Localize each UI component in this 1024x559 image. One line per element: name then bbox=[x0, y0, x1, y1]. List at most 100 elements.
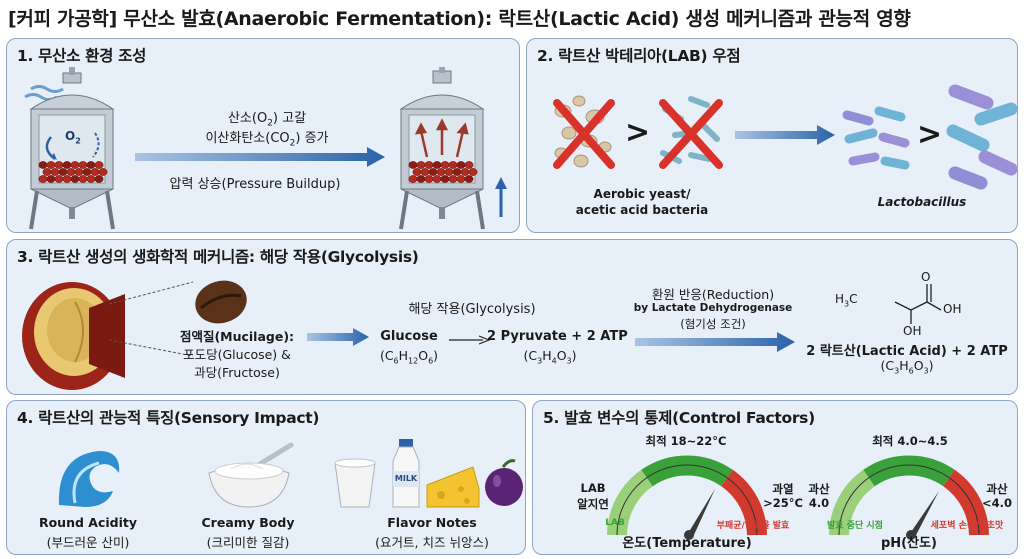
panel-1-title: 1. 무산소 환경 조성 bbox=[17, 47, 147, 65]
greater-than-symbol-1: > bbox=[625, 115, 651, 150]
flavor-notes-label: Flavor Notes bbox=[387, 515, 477, 530]
panel-anaerobic-environment: 1. 무산소 환경 조성 O2 산소(O2) 고갈 이산화탄소(CO2) 증가 … bbox=[6, 38, 520, 233]
page-title: [커피 가공학] 무산소 발효(Anaerobic Fermentation):… bbox=[8, 8, 911, 30]
coffee-cherry-bean bbox=[456, 161, 466, 169]
coffee-cherry-bean bbox=[46, 175, 56, 183]
coffee-cherry-bean bbox=[448, 161, 458, 169]
temperature-label: 온도(Temperature) bbox=[622, 536, 752, 551]
coffee-cherry-bean bbox=[62, 175, 72, 183]
round-acidity-sub: (부드러운 산미) bbox=[46, 535, 130, 550]
ph-high-label-1: 과산 bbox=[986, 482, 1008, 496]
panel-lab-dominance: 2. 락트산 박테리아(LAB) 우점 > bbox=[526, 38, 1018, 233]
lactobacillus-label: Lactobacillus bbox=[877, 195, 967, 209]
coffee-cherry-bean bbox=[86, 175, 96, 183]
cheese-icon bbox=[426, 466, 480, 508]
coffee-cherry-bean bbox=[38, 175, 48, 183]
greater-than-symbol-2: > bbox=[917, 117, 943, 152]
panel-4-title: 4. 락트산의 관능적 특징(Sensory Impact) bbox=[17, 409, 320, 427]
coffee-cherry-bean bbox=[416, 161, 426, 169]
lactic-acid-product-label: 2 락트산(Lactic Acid) + 2 ATP bbox=[806, 344, 1008, 359]
co2-increase-label: 이산화탄소(CO2) 증가 bbox=[205, 131, 329, 149]
pointer-lines bbox=[108, 281, 194, 357]
coffee-cherry-bean bbox=[432, 161, 442, 169]
panel-glycolysis-mechanism: 3. 락트산 생성의 생화학적 메커니즘: 해당 작용(Glycolysis) … bbox=[6, 239, 1018, 395]
temp-low-note: LAB bbox=[605, 518, 625, 528]
coffee-cherry-bean bbox=[62, 161, 72, 169]
temp-high-note: 부패균/알코올 발효 bbox=[716, 521, 790, 531]
round-acidity-label: Round Acidity bbox=[38, 515, 138, 530]
coffee-cherry-bean bbox=[440, 161, 450, 169]
pyruvate-label: 2 Pyruvate + 2 ATP bbox=[487, 329, 628, 344]
pressure-buildup-label: 압력 상승(Pressure Buildup) bbox=[169, 177, 341, 192]
coffee-cherry-bean bbox=[82, 168, 92, 176]
coffee-cherry-bean bbox=[412, 168, 422, 176]
aerobic-bacteria-label-2: acetic acid bacteria bbox=[575, 203, 709, 217]
flavor-notes-sub: (요거트, 치즈 뉘앙스) bbox=[375, 535, 489, 550]
reduction-enzyme-label: by Lactate Dehydrogenase bbox=[633, 302, 793, 314]
acetic-bacteria-crossed-icon bbox=[659, 96, 723, 169]
coffee-cherry-bean bbox=[460, 168, 470, 176]
reduction-arrow bbox=[635, 332, 795, 352]
lactobacillus-small-icon bbox=[842, 106, 910, 170]
panel-3-title: 3. 락트산 생성의 생화학적 메커니즘: 해당 작용(Glycolysis) bbox=[17, 248, 419, 266]
arrow-to-glucose bbox=[307, 328, 369, 346]
molecule-o-label: O bbox=[921, 270, 931, 284]
coffee-cherry-bean bbox=[464, 175, 474, 183]
lactic-acid-molecule-diagram bbox=[894, 284, 942, 324]
coffee-cherry-bean bbox=[74, 168, 84, 176]
molecule-oh-label-2: OH bbox=[903, 324, 922, 338]
coffee-cherry-bean bbox=[86, 161, 96, 169]
panel-sensory-impact: 4. 락트산의 관능적 특징(Sensory Impact) MILK Roun… bbox=[6, 400, 526, 555]
coffee-cherry-bean bbox=[98, 168, 108, 176]
ph-high-label-2: <4.0 bbox=[981, 496, 1012, 510]
molecule-ch3-label: H3C bbox=[835, 292, 858, 309]
reduction-label: 환원 반응(Reduction) bbox=[651, 287, 775, 302]
ph-low-note: 발효 중단 시점 bbox=[827, 521, 883, 531]
ph-gauge bbox=[829, 455, 989, 540]
panel-5-title: 5. 발효 변수의 통제(Control Factors) bbox=[543, 409, 815, 427]
creamy-body-label: Creamy Body bbox=[201, 515, 295, 530]
plum-icon bbox=[485, 459, 523, 506]
panel-2-title: 2. 락트산 박테리아(LAB) 우점 bbox=[537, 47, 741, 65]
creamy-body-sub: (크리미한 질감) bbox=[206, 535, 290, 550]
temp-optimal-label: 최적 18~22°C bbox=[645, 434, 727, 448]
ph-optimal-label: 최적 4.0~4.5 bbox=[872, 434, 948, 448]
glucose-formula: (C6H12O6) bbox=[379, 348, 439, 366]
coffee-cherry-bean bbox=[54, 161, 64, 169]
yogurt-cup-icon bbox=[334, 458, 376, 508]
glucose-label: Glucose bbox=[380, 329, 438, 344]
coffee-cherry-bean bbox=[54, 175, 64, 183]
panel-control-factors: 5. 발효 변수의 통제(Control Factors) 최적 18~22°C… bbox=[532, 400, 1018, 555]
coffee-cherry-bean bbox=[78, 175, 88, 183]
coffee-cherry-bean bbox=[94, 161, 104, 169]
coffee-cherry-bean bbox=[440, 175, 450, 183]
mucilage-label-3: 과당(Fructose) bbox=[194, 365, 280, 380]
coffee-cherry-bean bbox=[464, 161, 474, 169]
coffee-cherry-bean bbox=[416, 175, 426, 183]
coffee-cherry-bean bbox=[42, 168, 52, 176]
coffee-cherry-bean bbox=[94, 175, 104, 183]
ph-high-note: 세포벽 손상/식초맛 bbox=[930, 521, 1004, 531]
coffee-cherry-cross-section-icon bbox=[22, 282, 125, 390]
pyruvate-formula: (C3H4O3) bbox=[523, 348, 577, 366]
coffee-cherry-bean bbox=[448, 175, 458, 183]
coffee-cherry-bean bbox=[420, 168, 430, 176]
coffee-cherry-bean bbox=[424, 161, 434, 169]
mucilage-label-2: 포도당(Glucose) & bbox=[183, 347, 291, 362]
coffee-cherry-bean bbox=[90, 168, 100, 176]
coffee-cherry-bean bbox=[66, 168, 76, 176]
coffee-cherry-bean bbox=[432, 175, 442, 183]
ph-low-label-1: 과산 bbox=[808, 482, 830, 496]
ph-low-label-2: 4.0 bbox=[808, 496, 830, 510]
milk-bottle-icon bbox=[392, 439, 420, 508]
coffee-cherry-bean bbox=[70, 175, 80, 183]
coffee-cherry-bean bbox=[38, 161, 48, 169]
glycolysis-arrow bbox=[449, 335, 491, 345]
aerobic-yeast-crossed-icon bbox=[553, 95, 615, 169]
process-arrow bbox=[135, 147, 385, 167]
coffee-cherry-bean bbox=[444, 168, 454, 176]
coffee-bean-icon bbox=[195, 280, 247, 324]
coffee-cherry-bean bbox=[452, 168, 462, 176]
milk-label: MILK bbox=[394, 474, 418, 483]
lactobacillus-large-icon bbox=[946, 84, 1017, 190]
